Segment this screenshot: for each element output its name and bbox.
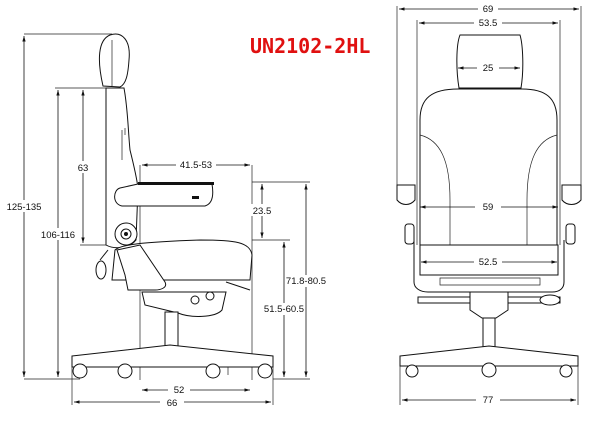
armrest-pad (138, 182, 214, 185)
dim-overall-width: 69 (483, 4, 494, 15)
casters (72, 363, 273, 379)
dim-armrest-length: 41.5-53 (180, 160, 212, 171)
side-armrest (114, 183, 214, 207)
front-backrest (419, 88, 558, 246)
dim-seat-depth: 52 (174, 385, 185, 396)
dim-backrest-height: 63 (78, 163, 89, 174)
dim-headrest-width: 25 (483, 63, 494, 74)
front-left-armrest (396, 184, 416, 205)
dim-inner-width: 53.5 (479, 18, 498, 29)
dim-armrest-height: 71.8-80.5 (286, 276, 326, 287)
dim-backrest-top-height: 106-116 (41, 230, 75, 241)
side-base (71, 344, 274, 368)
dim-overall-height: 125-135 (7, 202, 42, 213)
side-headrest (98, 33, 130, 88)
dim-seat-width: 52.5 (479, 257, 498, 268)
side-view: 125-135 106-116 63 41.5-53 23.5 71.8-80.… (5, 33, 326, 409)
front-base (399, 345, 579, 367)
front-headrest (456, 34, 524, 89)
front-view: 69 53.5 25 59 52.5 77 (396, 3, 582, 406)
dim-backrest-width: 59 (483, 202, 494, 213)
dim-armrest-above-seat: 23.5 (253, 206, 272, 217)
model-title: UN2102-2HL (250, 34, 370, 58)
dim-base-width: 77 (483, 395, 494, 406)
dim-base-depth: 66 (167, 398, 178, 409)
dim-seat-height: 51.5-60.5 (264, 304, 304, 315)
front-right-armrest (561, 184, 582, 205)
seat-mechanism (141, 291, 227, 317)
